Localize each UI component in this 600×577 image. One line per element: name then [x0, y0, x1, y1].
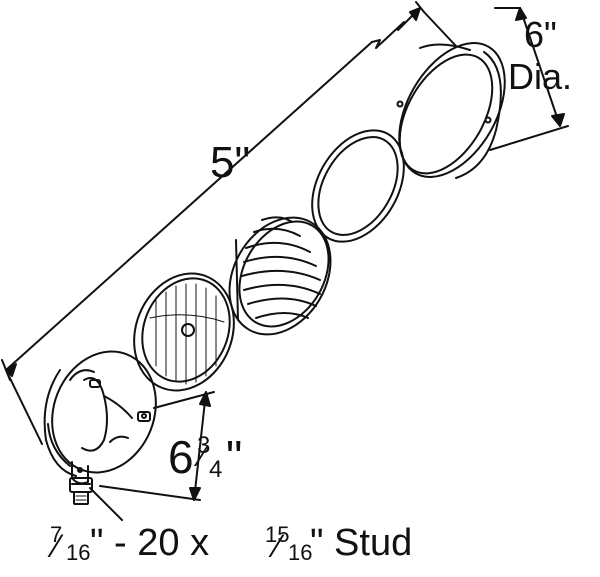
louvered-shield	[228, 216, 332, 336]
stud-suffix: " Stud	[310, 522, 413, 564]
stud-denominator-2: 16	[288, 540, 313, 565]
mounting-stud	[69, 461, 93, 505]
stud-leader-line	[89, 487, 123, 521]
gasket-ring	[311, 129, 405, 243]
stud-numerator-1: 7	[50, 522, 63, 547]
lamp-housing	[43, 350, 157, 477]
length-dimension-line	[1, 1, 457, 445]
stud-fraction-slash-2: ⁄	[275, 528, 281, 564]
length-label: 5"	[210, 138, 251, 187]
height-dimension-line	[99, 391, 215, 501]
retaining-ring	[396, 42, 506, 179]
stud-thread-spec: " - 20 x	[90, 522, 210, 564]
stud-denominator-1: 16	[66, 540, 91, 565]
height-label: 6 3 ⁄ 4 "	[168, 430, 242, 484]
height-numerator: 3	[197, 432, 211, 459]
diameter-value-label: 6"	[524, 14, 557, 55]
stud-fraction-slash-1: ⁄	[54, 528, 60, 564]
height-whole: 6	[168, 431, 194, 483]
height-denominator: 4	[209, 456, 223, 483]
height-fraction-slash: ⁄	[200, 440, 206, 473]
diameter-dimension-line	[489, 7, 569, 151]
stud-numerator-2: 15	[265, 522, 290, 547]
sealed-beam-lamp	[133, 272, 235, 392]
height-unit: "	[226, 431, 243, 483]
diameter-suffix-label: Dia.	[508, 56, 573, 97]
